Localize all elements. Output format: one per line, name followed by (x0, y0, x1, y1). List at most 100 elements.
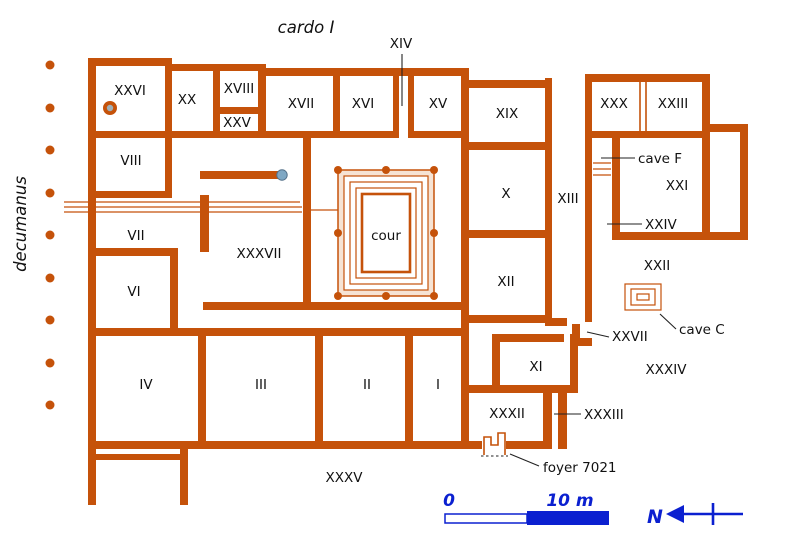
wall (545, 78, 552, 326)
wall (461, 68, 469, 336)
column-dot (334, 292, 342, 300)
wall (570, 334, 578, 393)
wall (461, 80, 552, 88)
courtyard-basin (360, 192, 412, 274)
north-label: N (647, 506, 663, 528)
wall (592, 131, 710, 138)
wall (170, 248, 178, 336)
wall (180, 449, 188, 505)
room-label-xxiv: XXIV (645, 217, 677, 233)
scale-bar-empty-segment (444, 513, 528, 524)
wall (88, 248, 178, 256)
cave-c-outline (624, 283, 662, 311)
wall (545, 318, 567, 326)
room-label-vii: VII (127, 228, 144, 244)
room-label-xvii: XVII (288, 96, 314, 112)
markers (45, 60, 288, 410)
wall (333, 68, 340, 138)
room-label-xiv: XIV (390, 36, 413, 52)
labels: cardo I decumanus XXVI XX XVIII XXV XVII… (11, 18, 725, 486)
room-label-iv: IV (139, 377, 153, 393)
courtyard (334, 166, 438, 300)
wall (461, 142, 552, 150)
annotation-foyer: foyer 7021 (543, 460, 617, 476)
walls (88, 58, 748, 505)
wall (213, 64, 220, 138)
column-dot (430, 292, 438, 300)
room-label-xi: XI (529, 359, 542, 375)
wall (461, 385, 578, 393)
wall (88, 131, 399, 138)
column-dot (334, 229, 342, 237)
room-label-xvi: XVI (352, 96, 374, 112)
annotation-cave-f: cave F (638, 151, 682, 167)
room-label-vi: VI (127, 284, 140, 300)
room-label-viii: VIII (120, 153, 141, 169)
wall (506, 441, 543, 449)
street-lines (64, 201, 338, 213)
hearth-outline (483, 432, 506, 455)
wall (461, 315, 552, 323)
annotation-cave-c: cave C (679, 322, 725, 338)
cave-c-outline (636, 293, 650, 301)
courtyard-outline (349, 181, 423, 285)
wall (88, 328, 469, 336)
room-label-xxxvii: XXXVII (237, 246, 282, 262)
room-label-xxxv: XXXV (326, 470, 364, 486)
wall (393, 68, 399, 138)
column-dot (334, 166, 342, 174)
colonnade-dot (45, 145, 55, 155)
wall (558, 393, 567, 449)
courtyard-outline (355, 187, 417, 279)
wall (88, 441, 482, 449)
wall (612, 232, 748, 240)
room-label-xxxiv: XXXIV (646, 362, 688, 378)
colonnade-dot (45, 103, 55, 113)
wall (258, 68, 469, 76)
room-label-xii: XII (497, 274, 514, 290)
wall (612, 138, 620, 240)
wall (203, 302, 469, 310)
well-dot-icon (276, 169, 288, 181)
wall (492, 334, 564, 342)
pointer-lines (401, 54, 677, 467)
room-label-xiii: XIII (557, 191, 578, 207)
pointer-xxvii (586, 331, 610, 338)
column-dot (382, 292, 390, 300)
column-dot (430, 166, 438, 174)
wall (492, 334, 500, 393)
street-label-cardo: cardo I (278, 18, 335, 37)
wall (572, 338, 592, 346)
room-label-xxxii: XXXII (489, 406, 525, 422)
north-arrow: N (647, 503, 743, 528)
colonnade-dot (45, 400, 55, 410)
room-label-iii: III (255, 377, 267, 393)
room-label-xxvii: XXVII (612, 329, 648, 345)
wall (585, 74, 592, 322)
wall (200, 195, 209, 252)
wall (165, 58, 172, 138)
wall (303, 138, 311, 310)
room-label-ii: II (363, 377, 371, 393)
room-label-xxiii: XXIII (658, 96, 688, 112)
street-label-decumanus: decumanus (11, 176, 30, 272)
wall (585, 74, 710, 82)
wall (710, 124, 748, 132)
room-label-xix: XIX (496, 106, 518, 122)
pointer-cave-c (659, 313, 677, 330)
north-arrowhead-icon (666, 505, 684, 523)
wall (88, 58, 172, 66)
wall (461, 230, 552, 238)
room-label-xviii: XVIII (224, 81, 254, 97)
wall (408, 68, 414, 138)
wall (88, 191, 172, 198)
wall (543, 393, 552, 449)
scale-zero-label: 0 (443, 491, 455, 511)
room-label-xv: XV (429, 96, 448, 112)
wall (408, 131, 461, 138)
room-label-xxx: XXX (600, 96, 628, 112)
wall (213, 107, 265, 114)
room-label-xxxiii: XXXIII (584, 407, 624, 423)
